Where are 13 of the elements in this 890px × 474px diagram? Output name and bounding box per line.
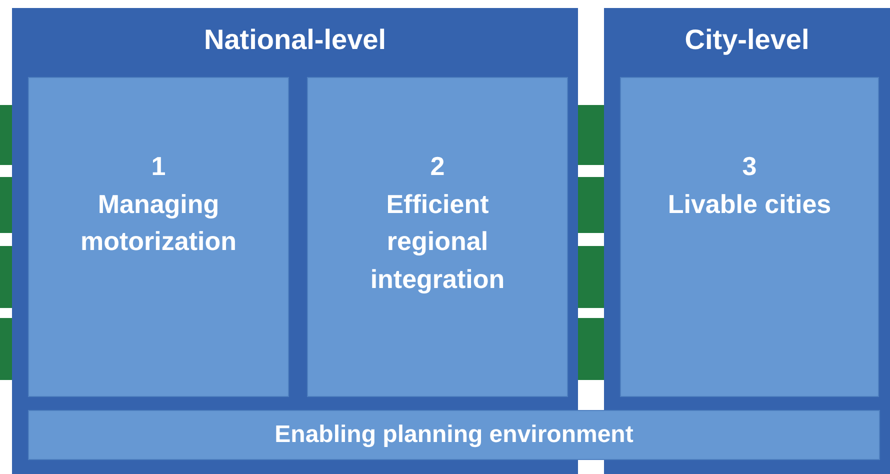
panel-title: City-level <box>684 24 810 56</box>
pillar-box <box>28 77 289 397</box>
foundation-bar <box>28 410 880 460</box>
pillar-number: 2 <box>430 150 445 183</box>
pillar-title: Livable cities <box>668 188 832 221</box>
pillar-box <box>307 77 568 397</box>
pillar-title: Efficient regional integration <box>369 188 506 296</box>
pillar-number: 3 <box>742 150 757 183</box>
pillar-box <box>620 77 879 397</box>
foundation-label: Enabling planning environment <box>274 421 634 449</box>
panel-title: National-level <box>202 24 388 56</box>
pillar-title: Managing motorization <box>80 188 238 258</box>
pillar-number: 1 <box>151 150 166 183</box>
